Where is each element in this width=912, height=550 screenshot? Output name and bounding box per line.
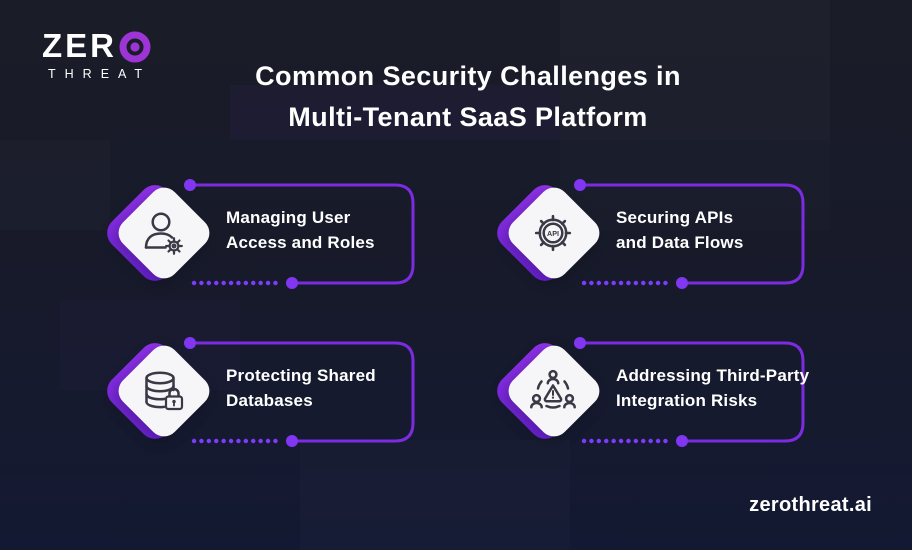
api-icon-text: API: [547, 229, 559, 238]
card-label: Addressing Third-Party Integration Risks: [616, 364, 846, 413]
connector-line: [184, 337, 415, 447]
background-tile: [300, 440, 570, 550]
api-gear-icon: API: [534, 214, 572, 252]
diamond-badge: API: [490, 178, 608, 288]
website-url: zerothreat.ai: [749, 494, 872, 516]
diamond-badge: [100, 178, 218, 288]
user-roles-icon: [144, 212, 183, 255]
database-lock-icon: [145, 371, 184, 411]
zerothreat-logo: ZER THREAT: [42, 28, 182, 81]
diamond-badge: [490, 336, 608, 446]
card-label-line2: Databases: [226, 390, 313, 410]
card-label-line1: Securing APIs: [616, 208, 734, 227]
card-label: Securing APIs and Data Flows: [616, 206, 846, 255]
card-label: Managing User Access and Roles: [226, 206, 456, 255]
connector-line: [184, 179, 415, 289]
card-label-line1: Addressing Third-Party: [616, 366, 810, 385]
card-label-line1: Protecting Shared: [226, 366, 376, 385]
connector-line: [574, 337, 805, 447]
card-label-line2: Access and Roles: [226, 232, 375, 252]
card-label: Protecting Shared Databases: [226, 364, 456, 413]
logo-text: ZER: [42, 27, 117, 64]
diamond-badge: [100, 336, 218, 446]
page-title-line1: Common Security Challenges in: [255, 61, 681, 91]
page-title-line2: Multi-Tenant SaaS Platform: [288, 102, 648, 132]
page-title: Common Security Challenges in Multi-Tena…: [0, 56, 912, 138]
connector-line: [574, 179, 805, 289]
logo-subtext: THREAT: [48, 67, 152, 81]
card-label-line2: and Data Flows: [616, 232, 744, 252]
third-party-network-icon: [530, 369, 576, 409]
background-tile: [0, 140, 110, 230]
target-icon: [119, 31, 151, 63]
card-label-line1: Managing User: [226, 208, 351, 227]
card-label-line2: Integration Risks: [616, 390, 758, 410]
